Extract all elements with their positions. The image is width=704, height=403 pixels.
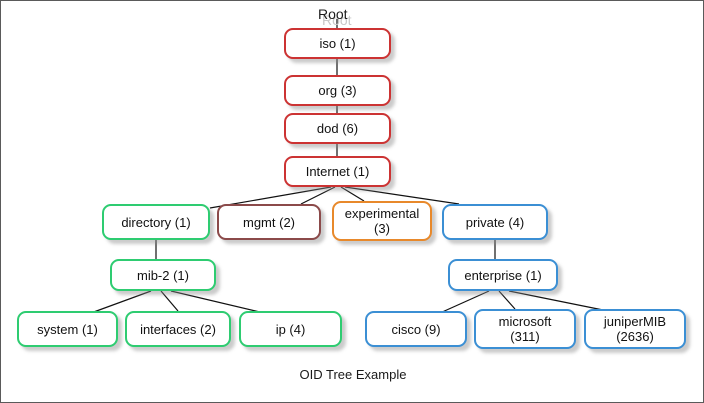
node-microsoft[interactable]: microsoft (311) [474, 309, 576, 349]
node-interfaces[interactable]: interfaces (2) [125, 311, 231, 347]
node-experimental[interactable]: experimental (3) [332, 201, 432, 241]
edge-mib2-to-interfaces [160, 290, 179, 312]
node-label: iso (1) [319, 36, 356, 51]
node-ip[interactable]: ip (4) [239, 311, 342, 347]
node-directory[interactable]: directory (1) [102, 204, 210, 240]
node-enterprise[interactable]: enterprise (1) [448, 259, 558, 291]
node-label: system (1) [37, 321, 98, 337]
figure-caption: OID Tree Example [299, 367, 407, 382]
node-label: experimental (3) [344, 206, 420, 236]
node-private[interactable]: private (4) [442, 204, 548, 240]
node-label: private (4) [465, 214, 525, 230]
node-label: juniperMIB (2636) [603, 314, 667, 344]
node-mgmt[interactable]: mgmt (2) [217, 204, 321, 240]
node-dod[interactable]: dod (6) [284, 113, 391, 144]
node-label: enterprise (1) [464, 267, 542, 283]
node-label: microsoft (311) [498, 314, 552, 344]
node-iso[interactable]: iso (1) [284, 28, 391, 59]
node-label: cisco (9) [391, 321, 441, 337]
node-label: interfaces (2) [140, 321, 216, 337]
node-cisco[interactable]: cisco (9) [365, 311, 467, 347]
node-juniper[interactable]: juniperMIB (2636) [584, 309, 686, 349]
node-label: ip (4) [275, 321, 306, 337]
edge-mib2-to-ip [170, 290, 265, 314]
node-internet[interactable]: Internet (1) [284, 156, 391, 187]
node-mib2[interactable]: mib-2 (1) [110, 259, 216, 291]
node-label: dod (6) [316, 121, 359, 136]
edge-internet-to-mgmt [300, 186, 336, 205]
edge-mib2-to-system [90, 290, 152, 314]
node-label: mib-2 (1) [136, 267, 189, 283]
node-label: directory (1) [121, 214, 191, 230]
node-org[interactable]: org (3) [284, 75, 391, 106]
node-label: org (3) [318, 83, 357, 98]
edge-enterprise-to-microsoft [498, 290, 516, 310]
node-label: Internet (1) [305, 164, 370, 179]
node-label: mgmt (2) [243, 214, 295, 230]
node-system[interactable]: system (1) [17, 311, 118, 347]
root-label: Root [318, 6, 348, 22]
edge-internet-to-experimental [340, 186, 365, 202]
edge-enterprise-to-juniper [508, 290, 609, 312]
